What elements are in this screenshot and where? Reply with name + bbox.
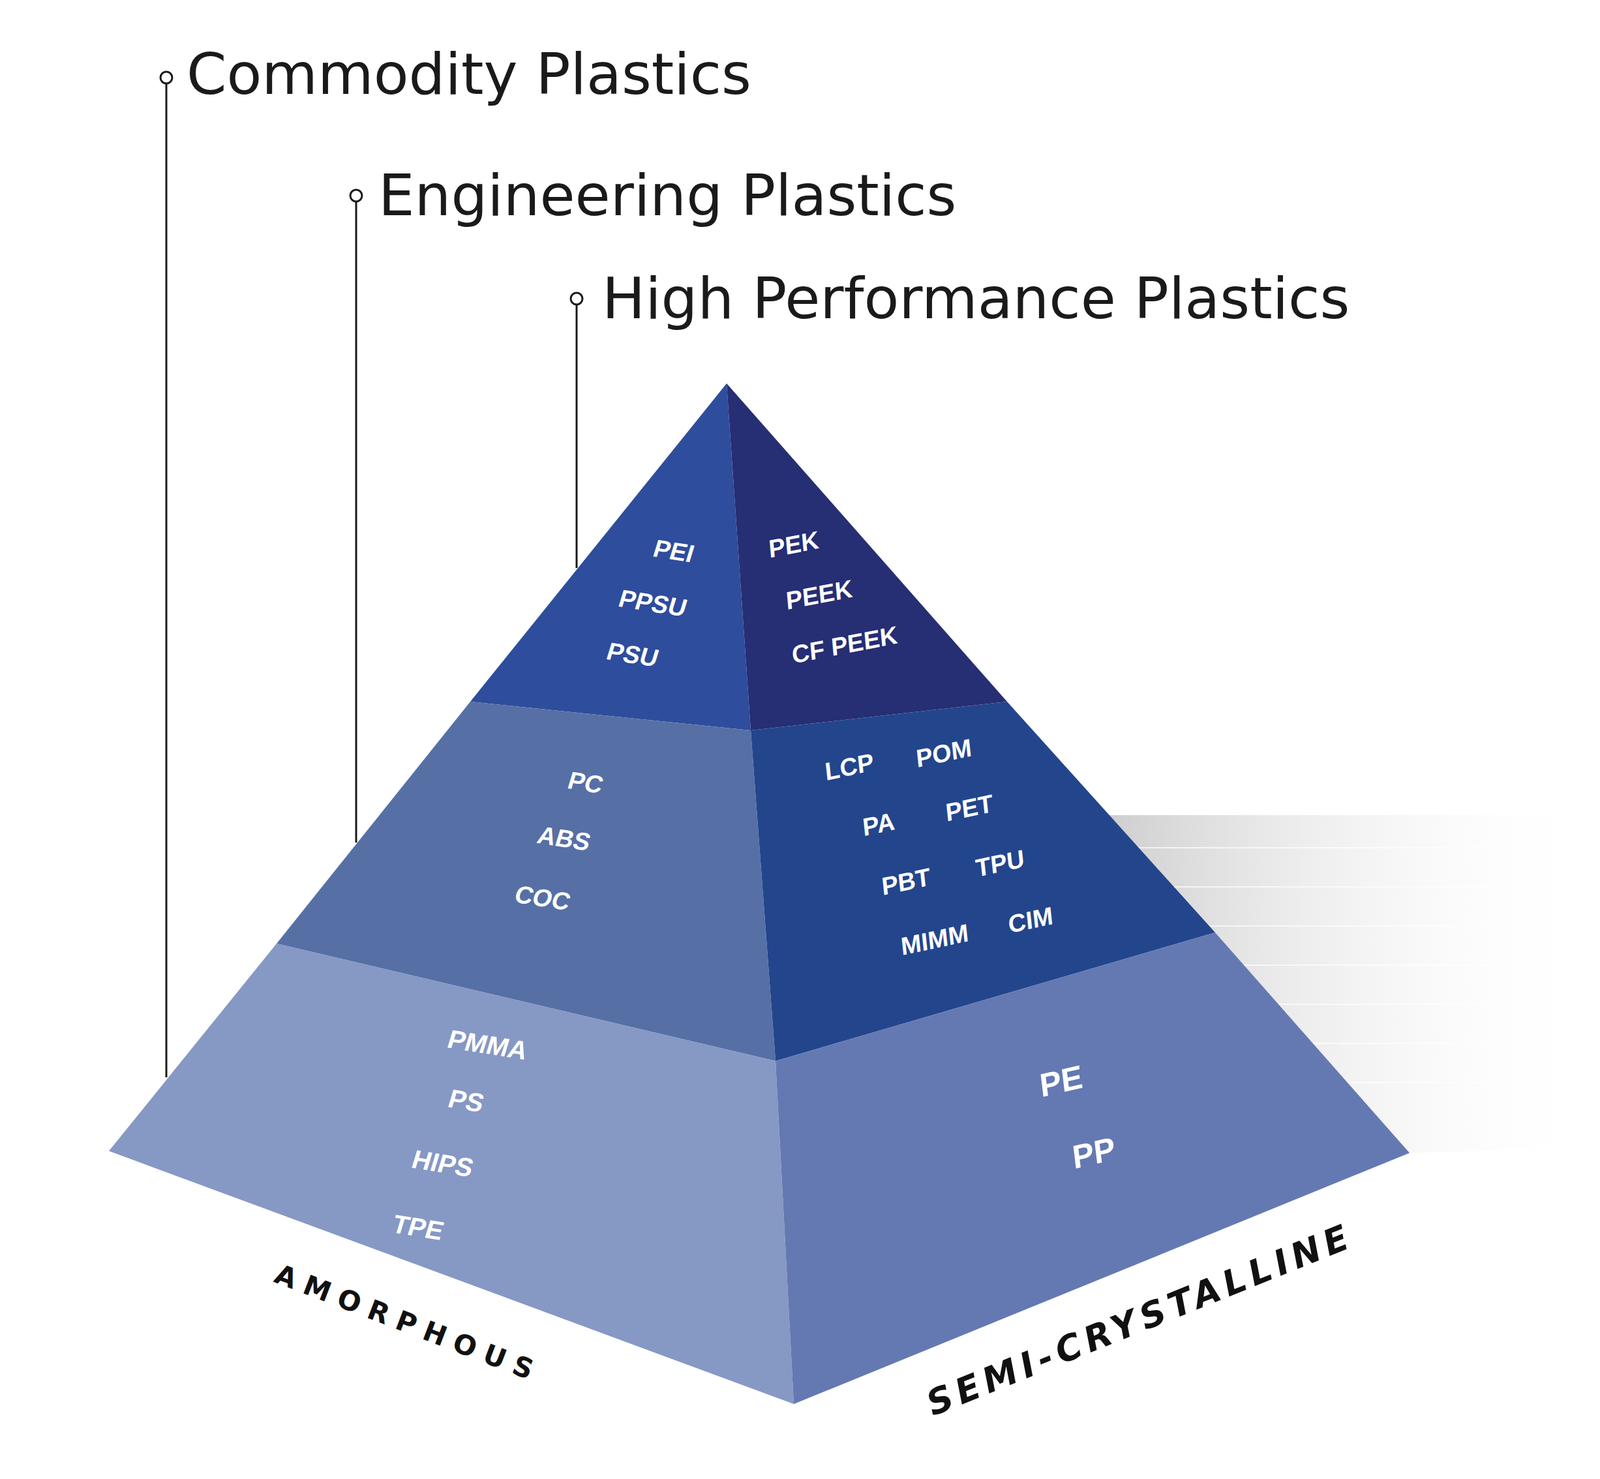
face-polygon — [726, 383, 1008, 731]
material-name: PP — [1070, 1132, 1117, 1175]
tier-heading: Commodity Plastics — [186, 45, 752, 104]
pyramid-face: PEKPEEKCF PEEK — [726, 383, 1008, 731]
face-polygon — [108, 943, 794, 1405]
pyramid-face: PEIPPSUPSU — [470, 383, 751, 731]
material-name: PE — [1037, 1060, 1085, 1103]
face-polygon — [470, 383, 751, 731]
face-shape — [726, 383, 1008, 731]
material-name: PC — [564, 768, 606, 798]
face-shape — [470, 383, 751, 731]
material-name: PA — [861, 808, 897, 841]
material-name: PEI — [650, 536, 698, 567]
tier-heading: High Performance Plastics — [602, 270, 1350, 328]
material-name: PS — [445, 1086, 488, 1117]
tier-heading: Engineering Plastics — [378, 166, 957, 225]
